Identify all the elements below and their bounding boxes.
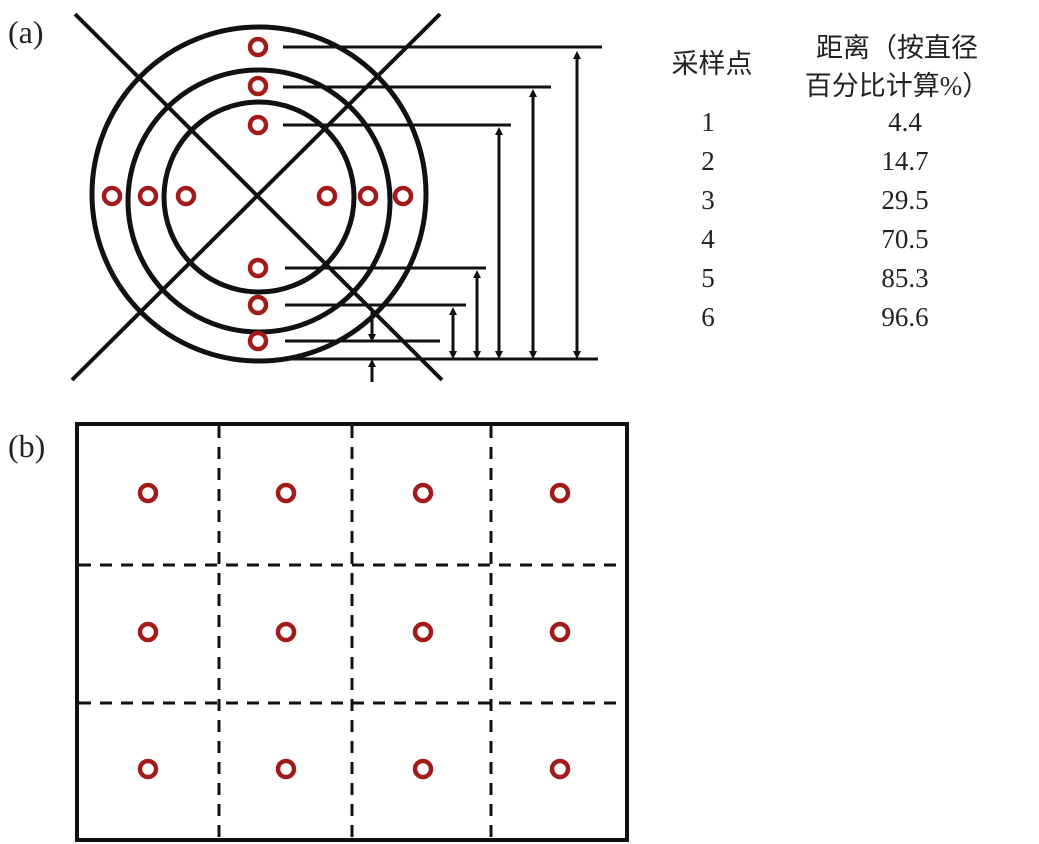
sampling-point-marker [137,758,159,780]
point-number: 6 [701,302,715,332]
sampling-point-marker [101,185,123,207]
grid-dashed-lines [79,426,625,838]
sampling-point-marker [412,482,434,504]
distance-value: 4.4 [888,107,922,137]
sampling-point-marker [412,621,434,643]
sampling-points-a [101,36,414,352]
distance-value: 14.7 [881,146,929,176]
sampling-point-marker [275,482,297,504]
point-number: 2 [701,146,715,176]
sampling-point-marker [549,621,571,643]
duct-outline [75,422,629,842]
sampling-points-b [137,482,571,780]
circular-duct-diagram [70,12,602,382]
point-number: 4 [701,224,715,254]
sampling-point-marker [247,114,269,136]
distance-value: 29.5 [881,185,929,215]
sampling-point-marker [247,75,269,97]
outer-ring [89,24,429,364]
distance-value: 85.3 [881,263,929,293]
sampling-point-marker [247,36,269,58]
point-number: 5 [701,263,715,293]
point-number: 1 [701,107,715,137]
point-number: 3 [701,185,715,215]
sampling-point-marker [549,758,571,780]
sampling-point-marker [275,621,297,643]
sampling-point-marker [316,185,338,207]
sampling-point-marker [247,330,269,352]
diagonal-line [70,12,442,382]
panel-a-label: (a) [8,14,44,50]
distance-value: 96.6 [881,302,929,332]
dimension-lines [275,45,602,361]
panel-b-label: (b) [8,428,46,464]
sampling-point-marker [275,758,297,780]
dimension-arrows [368,51,581,382]
sampling-point-marker [247,257,269,279]
sampling-point-marker [175,185,197,207]
sampling-point-marker [137,621,159,643]
header-sampling-point: 采样点 [671,49,753,79]
inner-ring [161,99,357,295]
distance-value: 70.5 [881,224,929,254]
rectangular-duct-diagram [75,422,629,842]
sampling-point-marker [137,482,159,504]
sampling-point-marker [392,185,414,207]
header-distance-line2: 百分比计算%） [804,71,990,101]
sampling-point-marker [137,185,159,207]
header-distance-line1: 距离（按直径 [816,33,978,63]
sampling-point-marker [357,185,379,207]
sampling-point-marker [549,482,571,504]
sampling-point-marker [247,294,269,316]
sampling-point-marker [412,758,434,780]
